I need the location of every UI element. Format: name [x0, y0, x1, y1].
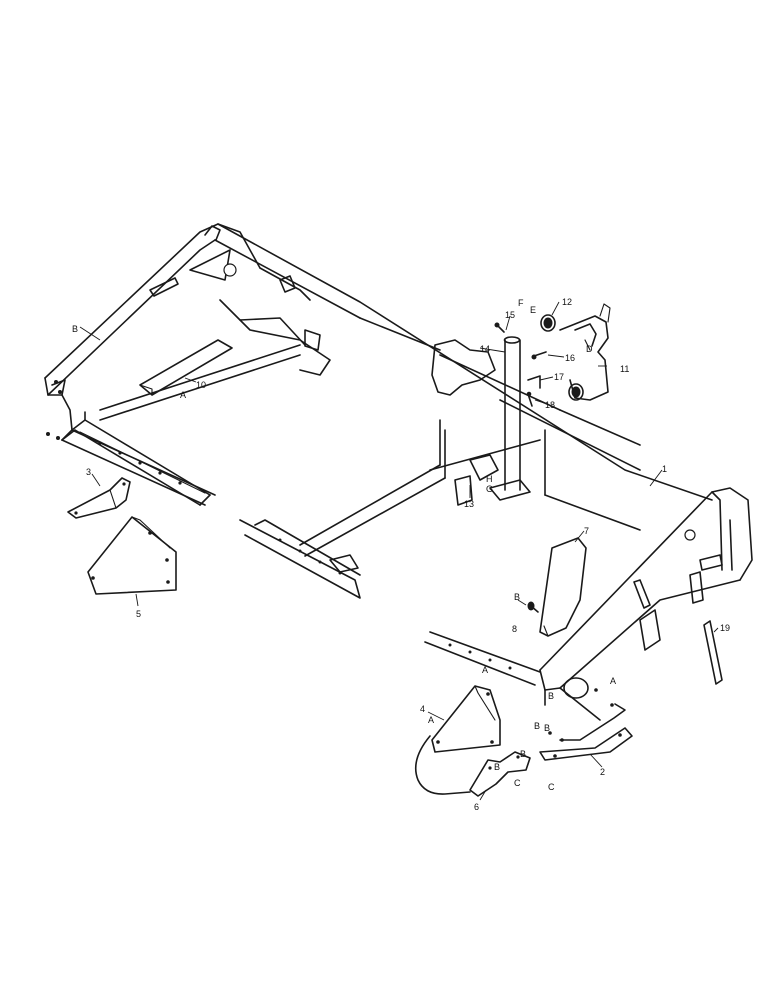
label-10: 10	[196, 380, 206, 390]
bracket-3	[67, 477, 131, 519]
hitch-bracket-11	[540, 303, 611, 401]
lower-left-rail	[61, 429, 216, 506]
label-11: 11	[620, 364, 629, 374]
label-16: 16	[565, 353, 575, 363]
right-lower-rail	[424, 631, 541, 686]
label-18: 18	[545, 400, 555, 410]
callout-labels: 1 2 3 4 5 6 7 8 10 11 12 13 14 15 16 17 …	[72, 297, 730, 812]
label-B-6: B	[494, 762, 500, 772]
label-B-right-2: B	[534, 721, 540, 731]
label-G: G	[486, 484, 493, 494]
label-2: 2	[600, 767, 605, 777]
label-19: 19	[720, 623, 730, 633]
right-end-plate	[539, 487, 753, 742]
label-12: 12	[562, 297, 572, 307]
cross-tube	[239, 419, 446, 599]
label-D: D	[586, 344, 593, 354]
post-14	[431, 336, 531, 506]
label-4: 4	[420, 704, 425, 714]
label-A-rail: A	[482, 665, 488, 675]
plate-10	[139, 339, 233, 396]
label-B-8: B	[514, 592, 520, 602]
leader-lines	[79, 301, 719, 801]
label-8: 8	[512, 624, 517, 634]
label-H: H	[486, 474, 493, 484]
shield-7	[539, 537, 587, 637]
label-3: 3	[86, 467, 91, 477]
label-C-2: C	[548, 782, 555, 792]
label-14: 14	[480, 344, 490, 354]
label-E: E	[530, 305, 536, 315]
label-6: 6	[474, 802, 479, 812]
label-A-right: A	[610, 676, 616, 686]
label-F: F	[518, 298, 524, 308]
label-5: 5	[136, 609, 141, 619]
bolt-8	[527, 601, 539, 613]
label-17: 17	[554, 372, 564, 382]
label-B-right-3: B	[544, 723, 550, 733]
label-A-4: A	[428, 715, 434, 725]
label-7: 7	[584, 526, 589, 536]
bracket-2	[539, 727, 633, 761]
label-1: 1	[662, 464, 667, 474]
plate-5	[87, 516, 177, 595]
left-end-plate	[44, 223, 331, 506]
label-B-right-1: B	[548, 691, 554, 701]
label-B-left: B	[72, 324, 78, 334]
main-frame-beam	[214, 223, 713, 531]
bracket-4	[431, 685, 501, 753]
label-13: 13	[464, 499, 474, 509]
label-15: 15	[505, 310, 515, 320]
label-C-6: C	[514, 778, 521, 788]
hardware-small	[494, 322, 547, 407]
bracket-6	[414, 735, 531, 797]
label-A-left: A	[180, 390, 186, 400]
flat-bar-19	[703, 620, 723, 685]
label-B-6b: B	[520, 749, 526, 759]
